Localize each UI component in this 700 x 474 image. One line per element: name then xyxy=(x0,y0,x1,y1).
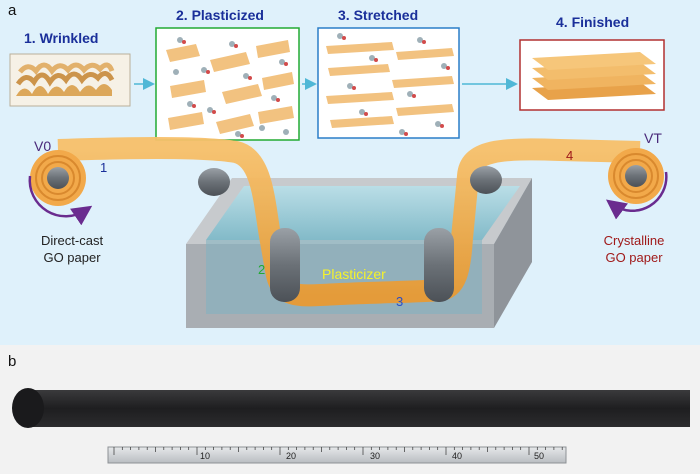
wrinkled-thumbnail xyxy=(9,53,131,107)
photo-strip: 10 20 30 40 50 xyxy=(0,345,700,474)
stretched-thumbnail xyxy=(317,27,460,139)
plasticized-thumbnail xyxy=(155,27,300,141)
go-film xyxy=(57,137,641,307)
plasticizer-label: Plasticizer xyxy=(322,266,386,282)
marker-3: 3 xyxy=(396,294,404,309)
strip-roll-end xyxy=(12,388,44,428)
step-title-stretched: 3. Stretched xyxy=(338,7,419,23)
finished-thumbnail xyxy=(519,39,665,111)
ruler-number-20: 20 xyxy=(286,451,296,461)
step-title-finished: 4. Finished xyxy=(556,14,630,30)
panel-a-letter: a xyxy=(8,2,17,19)
ruler-number-50: 50 xyxy=(534,451,544,461)
steel-ruler xyxy=(107,446,567,464)
supply-roll xyxy=(28,150,93,226)
step-title-plasticized: 2. Plasticized xyxy=(176,7,264,23)
ruler-number-40: 40 xyxy=(452,451,462,461)
direct-cast-label: Direct-cast GO paper xyxy=(40,233,104,265)
panel-a: a 1. Wrinkled 2. Plasticized 3. Stretche… xyxy=(0,0,700,345)
ruler-ticks xyxy=(113,447,563,455)
rollers xyxy=(198,166,502,302)
process-diagram xyxy=(9,27,668,328)
step-title-wrinkled: 1. Wrinkled xyxy=(24,30,99,46)
ruler-number-10: 10 xyxy=(200,451,210,461)
marker-2: 2 xyxy=(258,262,266,277)
panel-b-letter: b xyxy=(8,353,17,370)
speed-label-v0: V0 xyxy=(34,138,52,154)
go-paper-strip xyxy=(30,390,690,427)
marker-1: 1 xyxy=(100,160,108,175)
ruler-number-30: 30 xyxy=(370,451,380,461)
crystalline-label: Crystalline GO paper xyxy=(603,233,665,265)
marker-4: 4 xyxy=(566,148,574,163)
panel-b: 10 20 30 40 50 b xyxy=(0,345,700,474)
plasticizer-bath xyxy=(186,178,532,328)
take-up-roll xyxy=(605,148,668,220)
speed-label-vt: VT xyxy=(644,130,662,146)
